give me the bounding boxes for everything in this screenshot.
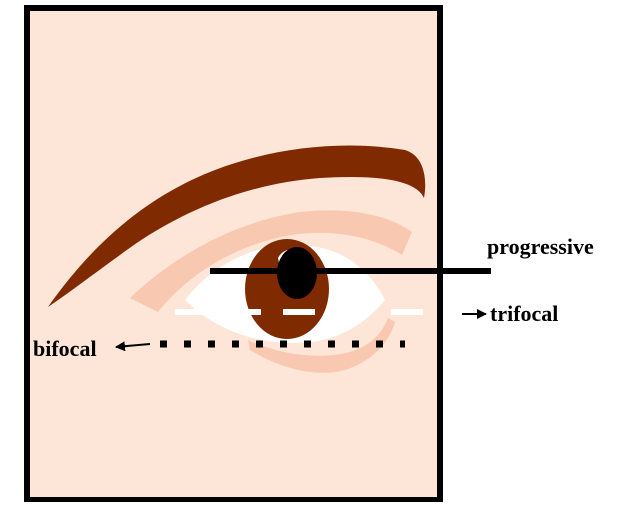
label-bifocal: bifocal (33, 336, 97, 361)
label-trifocal: trifocal (490, 301, 558, 326)
face-panel (27, 8, 440, 500)
label-progressive: progressive (487, 234, 594, 259)
